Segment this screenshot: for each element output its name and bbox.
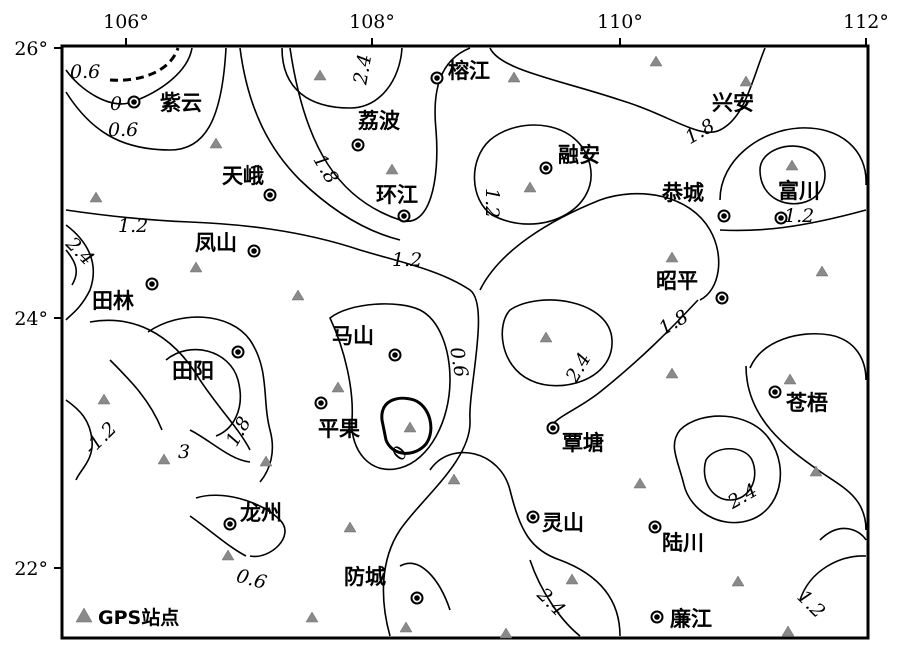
city-label-lingshan: 灵山 bbox=[542, 511, 584, 535]
contour-label: 0.6 bbox=[445, 345, 472, 379]
city-label-longzhou: 龙州 bbox=[240, 501, 282, 525]
contour-label: 3 bbox=[178, 441, 190, 463]
city-marker bbox=[430, 71, 444, 85]
city-label-pingguo: 平果 bbox=[318, 417, 360, 441]
city-label-rongjiang: 榕江 bbox=[448, 59, 490, 83]
city-marker bbox=[774, 211, 788, 225]
city-marker bbox=[397, 209, 411, 223]
city-marker bbox=[768, 385, 782, 399]
city-label-tianyang: 田阳 bbox=[172, 359, 214, 383]
gps-station-icon bbox=[75, 607, 93, 623]
city-label-tiane: 天峨 bbox=[222, 164, 264, 188]
city-labels: 紫云 榕江 荔波 兴安 融安 天峨 环江 恭城 富川 凤山 田林 昭平 马山 田… bbox=[92, 59, 828, 631]
city-label-luchuan: 陆川 bbox=[662, 531, 704, 555]
lat-tick-26: 26° bbox=[14, 38, 48, 60]
gps-stations bbox=[89, 55, 829, 639]
lon-tick-110: 110° bbox=[597, 11, 643, 33]
city-marker bbox=[223, 517, 237, 531]
city-marker bbox=[715, 291, 729, 305]
lon-tick-106: 106° bbox=[103, 11, 149, 33]
city-marker bbox=[526, 510, 540, 524]
contour-label: 0.6 bbox=[70, 61, 100, 83]
contour-label: 1.2 bbox=[118, 215, 148, 237]
contour-label: 0.6 bbox=[108, 119, 138, 141]
map-legend: GPS站点 bbox=[75, 606, 179, 629]
city-label-huanjiang: 环江 bbox=[376, 183, 418, 207]
city-marker bbox=[145, 277, 159, 291]
city-label-fuchuan: 富川 bbox=[778, 179, 820, 203]
contour-label: 2.4 bbox=[349, 53, 376, 88]
city-marker bbox=[546, 421, 560, 435]
city-marker bbox=[650, 610, 664, 624]
city-label-xingan: 兴安 bbox=[712, 91, 754, 115]
city-label-ziyun: 紫云 bbox=[160, 91, 202, 115]
city-marker bbox=[539, 161, 553, 175]
city-marker bbox=[410, 591, 424, 605]
legend-label: GPS站点 bbox=[98, 606, 179, 629]
city-label-tantang: 覃塘 bbox=[562, 431, 604, 455]
map-frame bbox=[60, 44, 870, 640]
city-label-cangwu: 苍梧 bbox=[785, 391, 828, 415]
contour-label: 1.2 bbox=[481, 188, 503, 218]
lon-tick-112: 112° bbox=[843, 11, 889, 33]
contour-lines bbox=[65, 47, 867, 637]
city-marker bbox=[263, 188, 277, 202]
city-label-zhaoping: 昭平 bbox=[656, 269, 698, 293]
lon-tick-108: 108° bbox=[349, 11, 395, 33]
city-marker bbox=[388, 348, 402, 362]
contour-label: 1.2 bbox=[392, 249, 422, 271]
city-marker bbox=[648, 520, 662, 534]
city-label-fangcheng: 防城 bbox=[344, 565, 386, 589]
city-label-lianjiang: 廉江 bbox=[670, 607, 712, 631]
city-label-gongcheng: 恭城 bbox=[661, 181, 704, 205]
city-markers bbox=[127, 71, 788, 624]
city-label-libo: 荔波 bbox=[358, 109, 401, 133]
city-marker bbox=[127, 95, 141, 109]
city-label-rongan: 融安 bbox=[558, 143, 600, 167]
city-marker bbox=[314, 396, 328, 410]
axis-ticks bbox=[54, 38, 867, 569]
lat-tick-22: 22° bbox=[14, 558, 48, 580]
city-label-fengshan: 凤山 bbox=[195, 231, 237, 255]
city-marker bbox=[717, 209, 731, 223]
city-label-tianlin: 田林 bbox=[92, 289, 134, 313]
contour-label: 1.2 bbox=[784, 205, 814, 227]
lat-tick-24: 24° bbox=[14, 308, 48, 330]
city-marker bbox=[351, 138, 365, 152]
city-label-mashan: 马山 bbox=[332, 324, 374, 348]
contour-label: 0 bbox=[110, 93, 122, 115]
city-marker bbox=[247, 244, 261, 258]
city-marker bbox=[231, 345, 245, 359]
